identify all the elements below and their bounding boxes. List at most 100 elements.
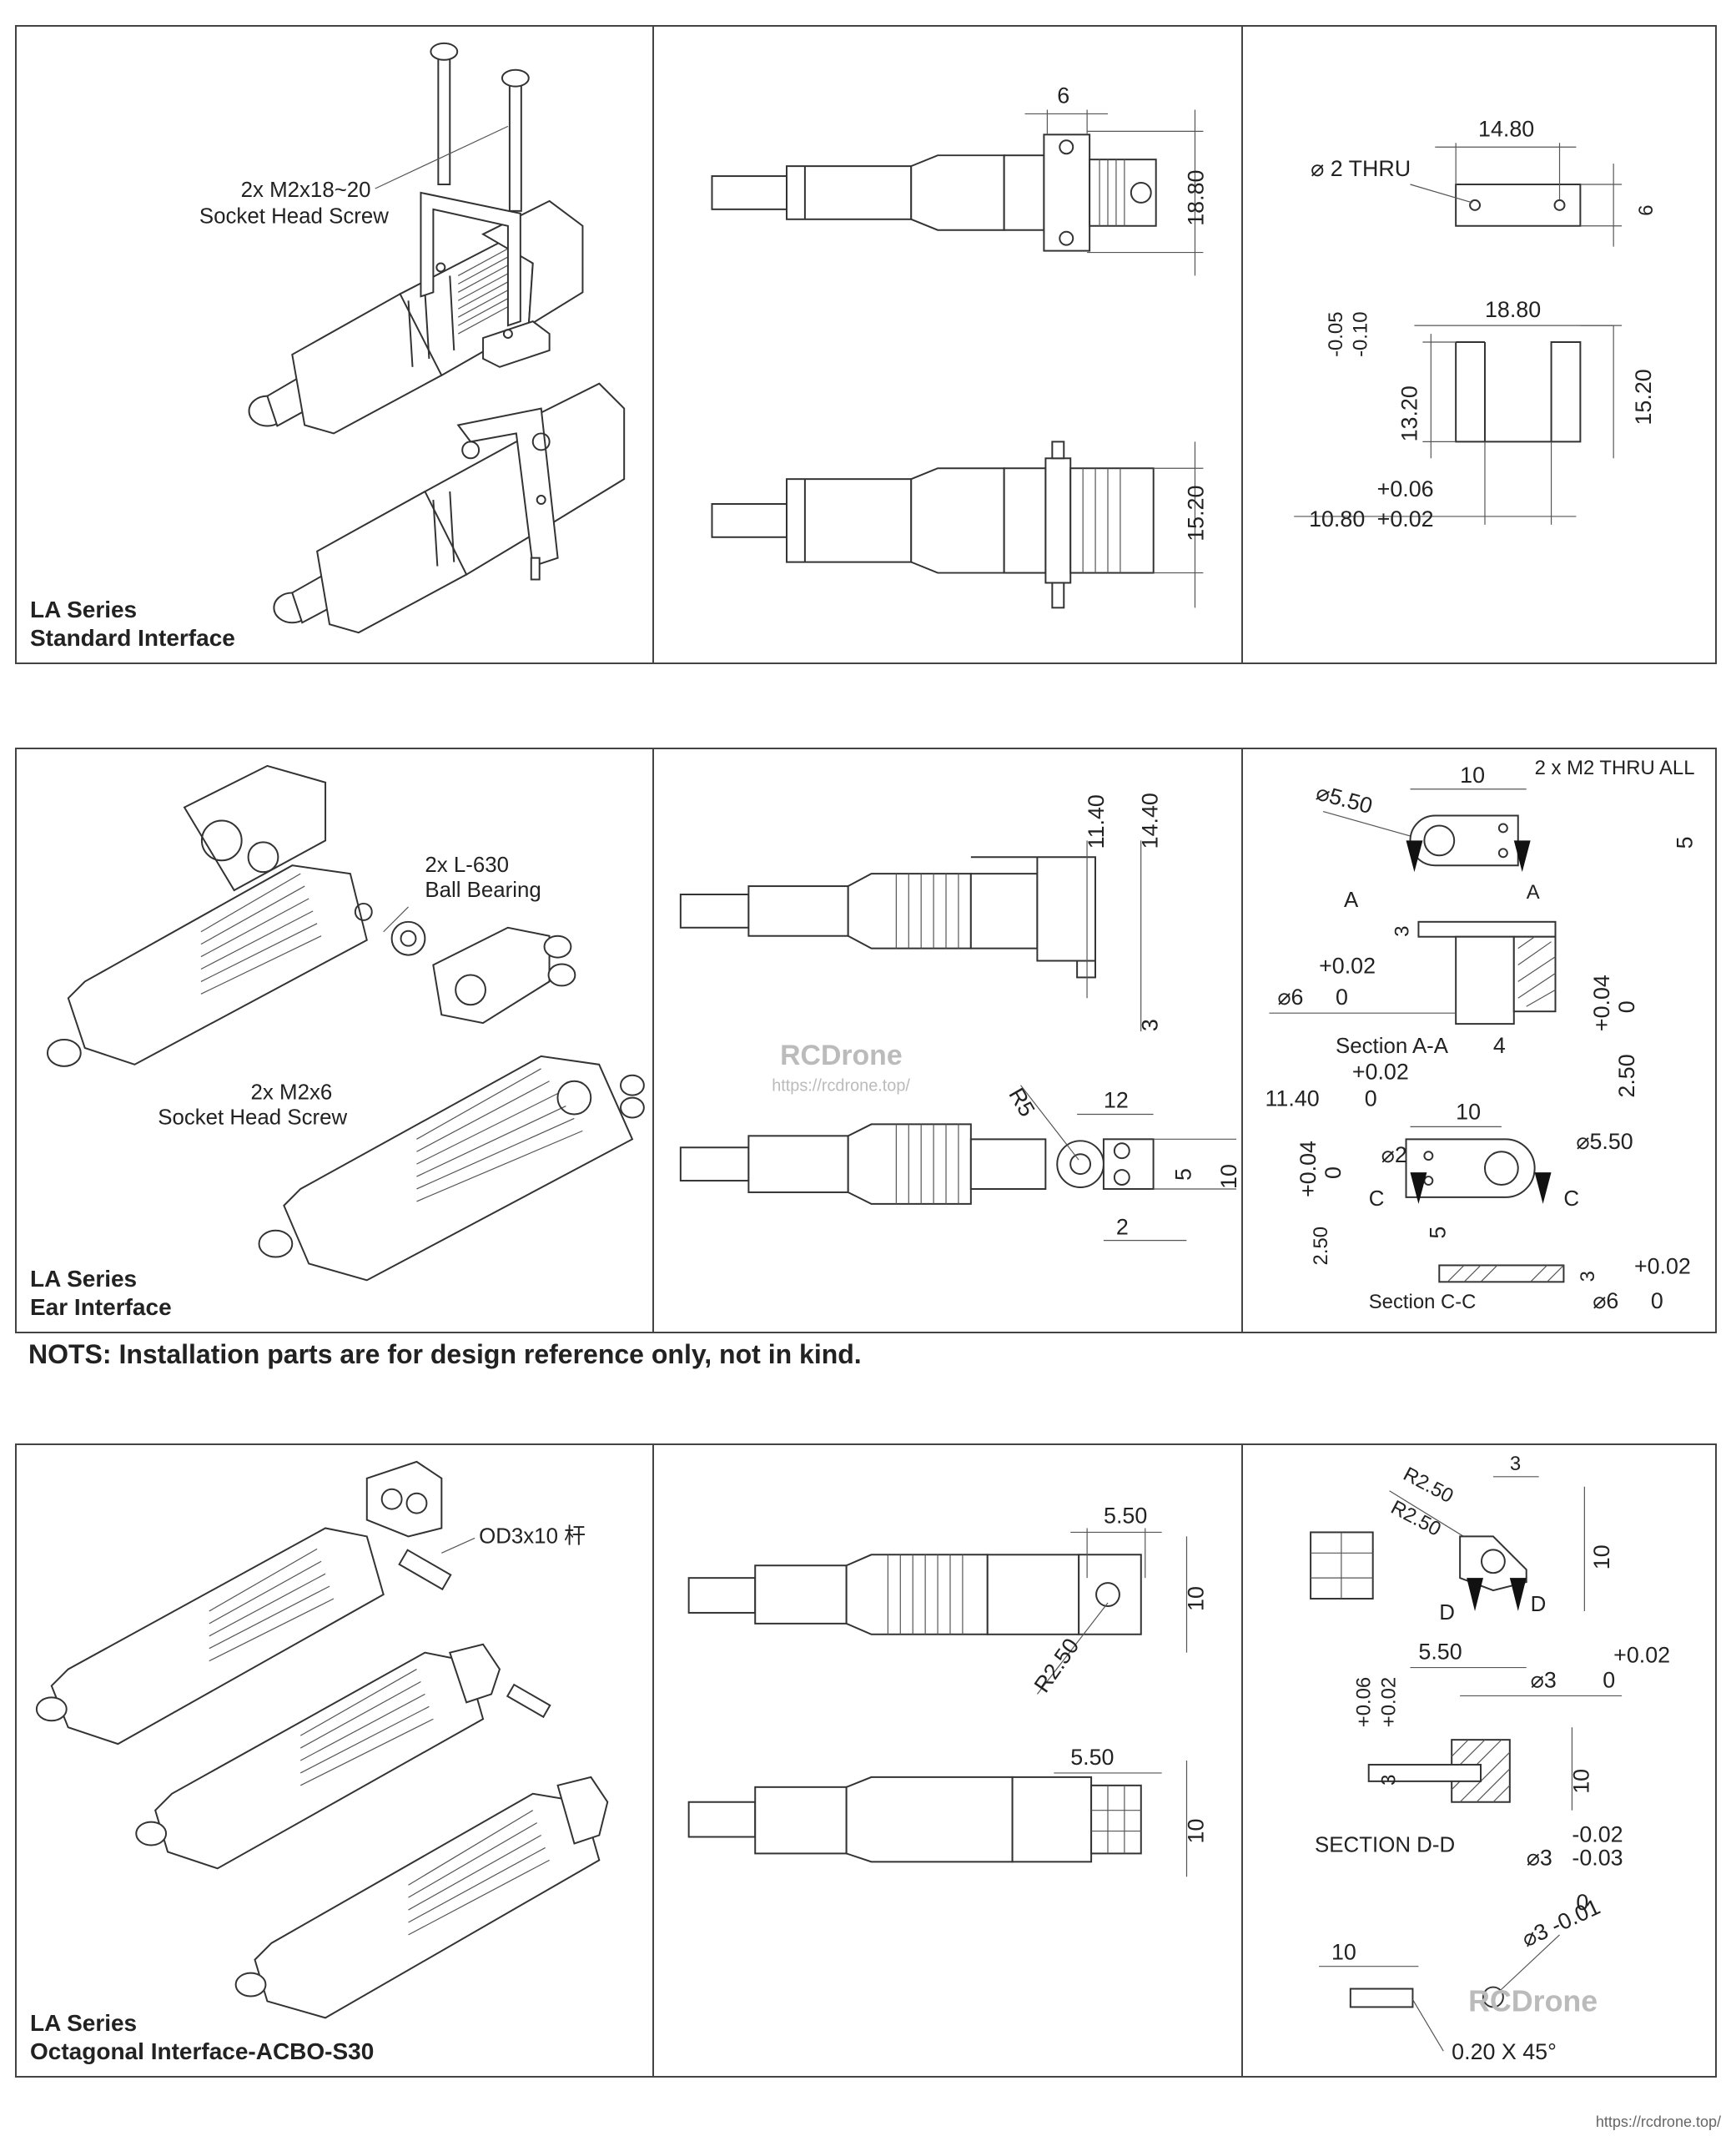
dim-2-50-a: 2.50 (1614, 1054, 1639, 1097)
section-marker-d-right: D (1531, 1593, 1547, 1616)
tol-0-c: 0 (1365, 1086, 1377, 1111)
tol-002-oct: +0.02 (1613, 1643, 1670, 1668)
callout-screw2-qty: 2x M2x6 (251, 1081, 333, 1105)
ear-plate-c-view (1405, 1138, 1536, 1198)
dim-15-20-side: 15.20 (1183, 486, 1208, 542)
actuator-iso-oct-1 (35, 1527, 385, 1746)
dim-2-50-c: 2.50 (1310, 1227, 1332, 1265)
callout-bearing-qty: 2x L-630 (425, 854, 509, 877)
section-d-d-label: SECTION D-D (1315, 1833, 1455, 1856)
dim-phi-3-rod: ⌀3 -0.01 (1518, 1894, 1604, 1952)
watermark-url: https://rcdrone.top/ (772, 1077, 910, 1096)
dim-10-80: 10.80 (1309, 506, 1365, 531)
ear-bracket-loose (432, 926, 551, 1025)
dim-14-80: 14.80 (1478, 116, 1534, 141)
actuator-iso-oct-2 (135, 1643, 551, 1870)
iso-view-standard: 2x M2x18~20 Socket Head Screw LA Series … (17, 27, 652, 662)
dim-5-50-oct-b: 5.50 (1070, 1745, 1114, 1770)
octagonal-part-side (1310, 1531, 1374, 1600)
plate-top-view (1455, 184, 1582, 227)
dim-phi-6-c: ⌀6 (1593, 1288, 1618, 1313)
dim-10-oct-a: 10 (1183, 1586, 1208, 1611)
ortho-view-octagonal: 5.50 10 R2.50 5.50 10 (652, 1445, 1243, 2076)
dim-6-plate: 6 (1635, 205, 1658, 216)
octagonal-part-top (1459, 1535, 1527, 1592)
ear-plate-top (1409, 814, 1519, 867)
rod-end-view (1482, 1986, 1504, 2008)
rod-od3x10 (398, 1549, 452, 1591)
tol-minus-003-oct: -0.03 (1572, 1845, 1623, 1870)
dim-18-80-bracket: 18.80 (1485, 297, 1541, 322)
dim-phi-3-oct: ⌀3 (1531, 1667, 1557, 1692)
actuator-side-ear-top (679, 856, 1096, 979)
part-detail-ear: 2 x M2 THRU ALL 10 ⌀5.50 5 A A 3 +0.02 ⌀… (1241, 749, 1720, 1332)
section-marker-d-left: D (1439, 1601, 1455, 1625)
dim-3-c: 3 (1577, 1271, 1599, 1282)
actuator-iso-bottom (273, 382, 626, 634)
note-m2-thru: 2 x M2 THRU ALL (1535, 757, 1695, 779)
dim-phi-5-50-c: ⌀5.50 (1576, 1129, 1633, 1154)
actuator-iso-ear-bottom (258, 1055, 645, 1282)
dim-11-40-ear: 11.40 (1084, 794, 1109, 849)
actuator-side-ear-bottom (679, 1123, 1155, 1205)
chamfer-note: 0.20 X 45° (1452, 2039, 1557, 2064)
callout-screw-type: Socket Head Screw (199, 205, 389, 229)
panel-title-standard: LA Series Standard Interface (30, 597, 235, 651)
octagonal-block (365, 1460, 443, 1538)
part-detail-octagonal: R2.50 R2.50 D D 3 10 5.50 +0.02 ⌀3 0 +0.… (1241, 1445, 1720, 2076)
dim-5-ear: 5 (1170, 1168, 1195, 1181)
dim-5-c: 5 (1425, 1227, 1450, 1239)
iso-view-octagonal: OD3x10 杆 LA Series Octagonal Interface-A… (17, 1445, 652, 2076)
callout-rod: OD3x10 杆 (479, 1524, 586, 1548)
tol-plus-006: +0.06 (1377, 476, 1434, 501)
dim-13-20: 13.20 (1396, 385, 1422, 441)
section-c-c-label: Section C-C (1369, 1291, 1477, 1313)
dim-14-40-ear: 14.40 (1138, 793, 1163, 849)
panel-standard-interface: 2x M2x18~20 Socket Head Screw LA Series … (15, 25, 1717, 664)
callout-screw-qty: 2x M2x18~20 (241, 179, 371, 202)
dim-15-20-bracket: 15.20 (1631, 369, 1656, 425)
ortho-view-ear: 11.40 14.40 3 12 R5 5 10 (652, 749, 1243, 1332)
dim-10-ear-part: 10 (1460, 763, 1485, 788)
actuator-iso-ear-top (46, 764, 373, 1067)
rod-side-view (1349, 1987, 1414, 2008)
dim-phi-2-c: ⌀2 (1381, 1142, 1407, 1167)
tol-004-a: +0.04 (1589, 975, 1614, 1031)
footer-url: https://rcdrone.top/ (1595, 2113, 1721, 2130)
dim-phi-5-50-a: ⌀5.50 (1314, 779, 1376, 819)
watermark-brand-2: RCDrone (1468, 1984, 1598, 2018)
tol-002-a: +0.02 (1319, 953, 1376, 978)
panel-title-ear: LA Series Ear Interface (30, 1266, 172, 1320)
dim-10-oct-b: 10 (1183, 1819, 1208, 1844)
dim-4: 4 (1493, 1033, 1506, 1058)
tol-004-c: +0.04 (1296, 1141, 1321, 1197)
iso-view-ear: 2x L-630 Ball Bearing 2x M2x6 Socket Hea… (17, 749, 652, 1332)
dim-phi-6-a: ⌀6 (1277, 985, 1303, 1010)
tol-0-oct-rod: 0 (1576, 1890, 1588, 1915)
tol-0-a: 0 (1336, 985, 1348, 1010)
dim-phi-3-oct-d: ⌀3 (1527, 1845, 1552, 1870)
tol-002-b: +0.02 (1352, 1060, 1409, 1085)
dim-3-ear: 3 (1138, 1019, 1163, 1031)
actuator-side-top (711, 134, 1157, 252)
dim-3-oct-d: 3 (1378, 1775, 1401, 1786)
section-marker-a-right: A (1527, 881, 1540, 904)
tol-0-oct: 0 (1603, 1667, 1615, 1692)
dim-11-40-part: 11.40 (1265, 1086, 1319, 1111)
section-marker-a-left: A (1344, 889, 1359, 912)
section-marker-c-right: C (1563, 1187, 1579, 1211)
tol-minus-010: -0.10 (1350, 312, 1372, 357)
actuator-side-oct-top (687, 1554, 1142, 1635)
actuator-side-bottom (711, 441, 1155, 609)
tol-0-c2: 0 (1321, 1166, 1346, 1179)
actuator-side-oct-bottom (687, 1776, 1142, 1863)
callout-bearing-type: Ball Bearing (425, 879, 541, 902)
ortho-view-standard: 6 18.80 15.20 (652, 27, 1243, 662)
hole-2-thru: ⌀ 2 THRU (1311, 156, 1411, 181)
dim-2-ear: 2 (1116, 1215, 1129, 1240)
design-reference-note: NOTS: Installation parts are for design … (28, 1339, 862, 1369)
section-marker-c-left: C (1369, 1187, 1385, 1211)
radius-2-50-oct-c: R2.50 (1387, 1496, 1445, 1541)
radius-5-ear: R5 (1004, 1084, 1039, 1121)
watermark-brand: RCDrone (780, 1040, 902, 1071)
